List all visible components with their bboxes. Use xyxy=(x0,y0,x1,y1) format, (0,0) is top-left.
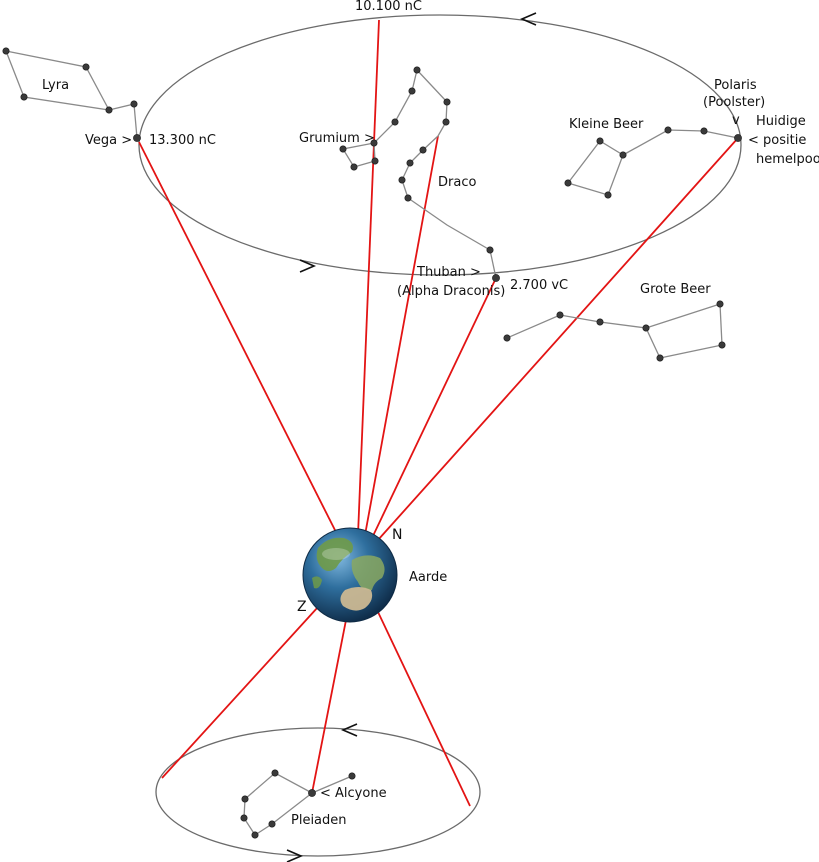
constellation-kleine-beer xyxy=(564,126,742,199)
vega-star xyxy=(133,134,141,142)
axis-line-grumium xyxy=(364,135,439,536)
label-10100nC: 10.100 nC xyxy=(355,0,422,14)
label-grote-beer: Grote Beer xyxy=(640,282,711,297)
constellation-pleiaden xyxy=(240,769,356,839)
label-huidige: Huidige xyxy=(756,114,806,129)
arrow-lower-bottom-right-icon xyxy=(286,849,304,862)
label-vega: Vega > xyxy=(85,133,132,148)
constellation-draco xyxy=(339,66,500,282)
label-south: Z xyxy=(297,599,307,615)
label-alpha-draconis: (Alpha Draconis) xyxy=(397,284,505,299)
alcyone-star xyxy=(308,789,316,797)
label-polaris-arrow: v xyxy=(732,113,740,128)
label-lyra: Lyra xyxy=(42,78,69,93)
label-thuban: Thuban > xyxy=(416,265,481,280)
label-thuban-date: 2.700 vC xyxy=(510,278,568,293)
label-vega-date: 13.300 nC xyxy=(149,133,216,148)
constellation-grote-beer xyxy=(503,300,726,362)
axis-line-lower-alcyone xyxy=(311,614,348,794)
arrow-lower-top-left-icon xyxy=(340,723,358,737)
polaris-star xyxy=(734,134,742,142)
arrow-bottom-right-icon xyxy=(299,259,317,273)
label-hemelpool: hemelpool xyxy=(756,152,819,167)
axis-line-10100nC xyxy=(357,19,380,536)
axis-line-lower-left xyxy=(161,606,319,779)
upper-precession-orbit xyxy=(138,14,742,276)
axis-line-lower-right xyxy=(377,611,471,807)
label-poolster: (Poolster) xyxy=(703,95,765,110)
label-kleine-beer: Kleine Beer xyxy=(569,117,644,132)
label-aarde: Aarde xyxy=(409,570,447,585)
label-draco: Draco xyxy=(438,175,476,190)
lower-precession-orbit xyxy=(155,727,481,857)
axis-line-vega xyxy=(138,141,341,541)
label-north: N xyxy=(392,527,402,543)
axis-line-thuban xyxy=(371,277,497,539)
label-alcyone: < Alcyone xyxy=(320,786,387,801)
label-positie: < positie xyxy=(748,133,806,148)
arrow-top-left-icon xyxy=(519,12,537,26)
label-pleiaden: Pleiaden xyxy=(291,813,347,828)
thuban-star xyxy=(492,274,500,282)
constellation-lyra xyxy=(2,47,141,142)
axis-line-polaris xyxy=(377,137,739,541)
label-grumium: Grumium > xyxy=(299,131,375,146)
earth-globe xyxy=(302,527,398,623)
label-polaris: Polaris xyxy=(714,78,757,93)
